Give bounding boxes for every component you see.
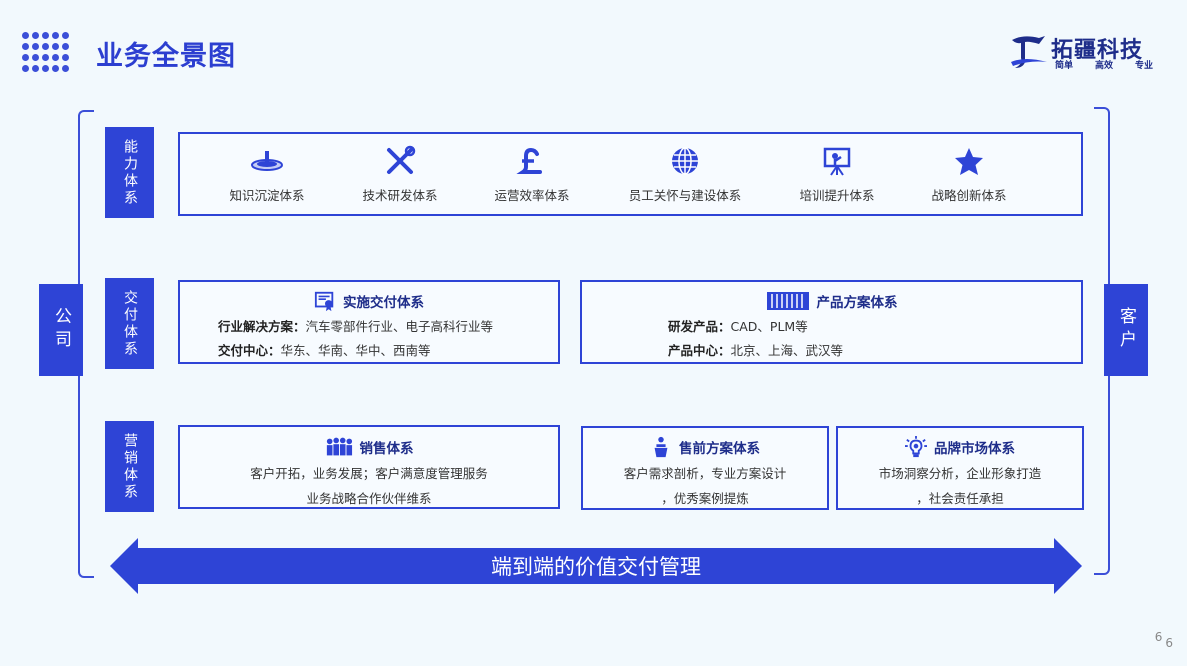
product-card: 产品方案体系 研发产品：CAD、PLM等 产品中心：北京、上海、武汉等 [580,280,1083,364]
product-line-2-val: 北京、上海、武汉等 [730,343,844,358]
product-line-2-key: 产品中心： [668,343,731,358]
implementation-line-1-key: 行业解决方案： [218,319,306,334]
marketing-row-label-text: 营销体系 [122,432,138,501]
product-line-1-key: 研发产品： [668,319,731,334]
cap-label-training: 培训提升体系 [799,188,875,203]
stack-icon [251,151,283,171]
capability-row-label-text: 能力体系 [122,138,138,207]
slogan-2: 高效 [1095,61,1114,71]
pound-icon [516,147,542,174]
implementation-title: 实施交付体系 [343,295,424,311]
certificate-icon [314,291,334,312]
page-title: 业务全景图 [96,41,236,72]
slogan-3: 专业 [1135,61,1154,71]
implementation-line-2: 交付中心：华东、华南、华中、西南等 [218,340,558,359]
cap-item-knowledge: 知识沉淀体系 [207,145,327,204]
product-line-2: 产品中心：北京、上海、武汉等 [668,340,1081,359]
cap-label-knowledge: 知识沉淀体系 [229,188,305,203]
company-label: 公司 [39,284,83,376]
customer-label-text: 客户 [1116,307,1136,353]
brand-card: 品牌市场体系 市场洞察分析，企业形象打造 ，社会责任承担 [836,426,1084,510]
product-card-head: 产品方案体系 [582,290,1081,312]
cap-label-tech: 技术研发体系 [362,188,438,203]
cap-item-strategy: 战略创新体系 [909,145,1029,204]
star-icon [955,148,983,175]
implementation-card-head: 实施交付体系 [180,290,558,312]
sales-card: 销售体系 客户开拓，业务发展；客户满意度管理服务 业务战略合作伙伴维系 [178,425,560,509]
product-line-1: 研发产品：CAD、PLM等 [668,316,1081,335]
marketing-row-label: 营销体系 [105,421,154,512]
cap-item-training: 培训提升体系 [777,145,897,204]
team-icon [326,437,352,456]
customer-label: 客户 [1104,284,1148,376]
cap-item-employee: 员工关怀与建设体系 [625,145,745,204]
cap-label-strategy: 战略创新体系 [931,188,1007,203]
tools-icon [387,145,416,174]
logo-name: 拓疆科技 [1051,37,1144,63]
presales-title: 售前方案体系 [679,441,760,457]
lightbulb-icon [905,436,927,458]
cap-item-tech: 技术研发体系 [340,145,460,204]
company-label-text: 公司 [51,307,71,353]
capability-box [178,132,1083,216]
company-logo: 拓疆科技 简单 高效 专业 [1009,30,1159,74]
page-number-text-2: 6 [1165,636,1173,650]
product-line-1-val: CAD、PLM等 [730,319,808,334]
cap-label-ops: 运营效率体系 [494,188,570,203]
sales-card-head: 销售体系 [180,436,558,458]
delivery-row-label-text: 交付体系 [122,289,138,358]
page-number-text: 6 [1154,630,1163,644]
implementation-card: 实施交付体系 行业解决方案：汽车零部件行业、电子高科行业等 交付中心：华东、华南… [178,280,560,364]
slogan-1: 简单 [1055,61,1074,71]
sales-line-1: 客户开拓，业务发展；客户满意度管理服务 [250,466,488,481]
implementation-line-2-val: 华东、华南、华中、西南等 [280,343,431,358]
implementation-line-2-key: 交付中心： [218,343,281,358]
presales-line-1: 客户需求剖析，专业方案设计 [623,466,787,481]
brand-line-1: 市场洞察分析，企业形象打造 [878,466,1042,481]
brand-card-head: 品牌市场体系 [838,436,1082,458]
decorative-dots [22,32,74,76]
presales-line-2: ，优秀案例提炼 [661,491,749,506]
implementation-line-1-val: 汽车零部件行业、电子高科行业等 [305,319,494,334]
capability-row-label: 能力体系 [105,127,154,218]
sales-line-2: 业务战略合作伙伴维系 [306,491,432,506]
implementation-line-1: 行业解决方案：汽车零部件行业、电子高科行业等 [218,316,558,335]
presentation-icon [823,147,851,176]
arrow-text: 端到端的价值交付管理 [491,555,701,579]
presales-card: 售前方案体系 客户需求剖析，专业方案设计 ，优秀案例提炼 [581,426,829,510]
product-title: 产品方案体系 [816,295,898,311]
piano-icon [766,292,809,310]
podium-icon [654,436,668,458]
logo-slogan: 简单 高效 专业 [1055,58,1175,71]
cap-item-ops: 运营效率体系 [472,145,592,204]
brand-line-2: ，社会责任承担 [916,491,1004,506]
sales-title: 销售体系 [359,441,414,457]
delivery-row-label: 交付体系 [105,278,154,369]
cap-label-employee: 员工关怀与建设体系 [628,188,742,203]
globe-icon [672,147,698,175]
presales-card-head: 售前方案体系 [583,436,827,458]
logo-mark-icon [1011,36,1047,68]
value-delivery-arrow [110,538,1082,594]
brand-title: 品牌市场体系 [934,441,1015,457]
